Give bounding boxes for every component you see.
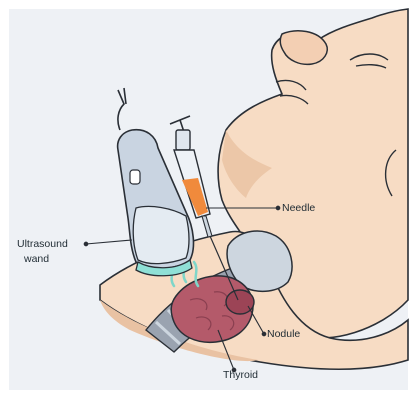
thyroid-label: Thyroid <box>223 369 258 381</box>
nodule <box>226 290 254 314</box>
ultrasound-wand-label-line2: wand <box>24 253 49 265</box>
nodule-label: Nodule <box>267 328 300 340</box>
ultrasound-wand-label-line1: Ultrasound <box>17 238 68 250</box>
ultrasound-wand <box>118 88 194 276</box>
needle-label: Needle <box>282 202 315 214</box>
